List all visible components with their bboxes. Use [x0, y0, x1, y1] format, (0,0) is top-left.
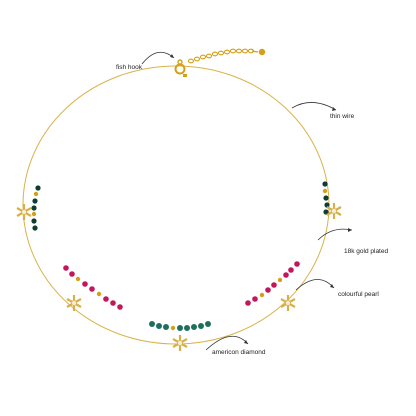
star-charm-icon	[66, 295, 82, 311]
chain-extender-icon	[187, 48, 255, 64]
right-magenta-beads	[245, 261, 300, 306]
colourful-pearl-label: colourful pearl	[338, 291, 379, 298]
star-charm-icon	[280, 295, 296, 311]
arrow-icon	[317, 228, 353, 241]
star-charm-icon	[172, 335, 188, 351]
clasp-hook-icon	[174, 59, 187, 77]
center-green-beads	[149, 321, 211, 331]
gold-plated-label: 18k gold plated	[344, 248, 389, 255]
left-bead-cluster	[31, 185, 41, 231]
right-bead-cluster	[322, 181, 330, 215]
arrow-icon	[291, 102, 337, 111]
arrow-icon	[205, 336, 249, 351]
thin-wire-label: thin wire	[330, 113, 355, 120]
star-charm-icon	[16, 204, 32, 220]
thin-wire	[22, 65, 330, 345]
extender-end-bead	[258, 48, 266, 56]
fish-hook-label: fish hook	[116, 64, 143, 71]
star-charm-icon	[326, 203, 342, 219]
left-magenta-beads	[63, 265, 123, 310]
american-diamond-label: americon diamond	[212, 349, 266, 356]
arrow-icon	[141, 51, 175, 65]
